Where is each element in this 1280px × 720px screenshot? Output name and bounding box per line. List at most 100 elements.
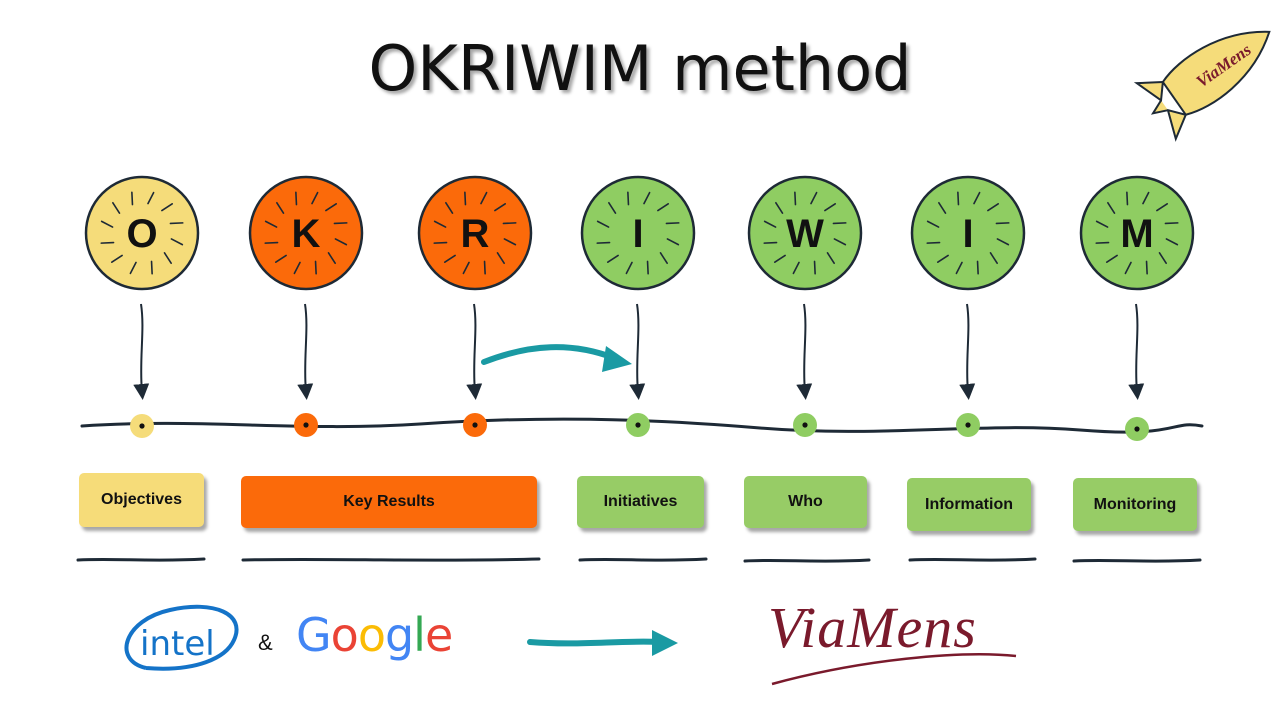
- node-ray: [327, 252, 336, 265]
- node-ray: [955, 261, 963, 275]
- r-to-i-arrowhead: [602, 346, 632, 372]
- node-ray: [995, 222, 1010, 225]
- node-ray: [1145, 260, 1148, 275]
- google-letter: g: [384, 608, 414, 662]
- node-ray: [926, 241, 941, 244]
- node-ray: [264, 220, 278, 228]
- node-ray: [163, 252, 172, 265]
- timeline-dots: [130, 413, 1149, 441]
- node-ray: [314, 260, 317, 275]
- node-ray: [813, 260, 816, 275]
- node-ray: [773, 254, 786, 263]
- node-ray: [606, 254, 619, 263]
- node-o-0: O: [84, 175, 200, 291]
- node-ray: [824, 203, 837, 212]
- node-ray: [608, 201, 617, 214]
- node-ray: [464, 191, 467, 206]
- page-title: OKRIWIM method: [368, 32, 912, 105]
- node-ray: [763, 220, 777, 228]
- node-ray: [810, 191, 818, 205]
- node-i-5: I: [910, 175, 1026, 291]
- timeline-dot-center: [303, 422, 309, 428]
- node-ray: [625, 261, 633, 275]
- node-ray: [657, 203, 670, 212]
- timeline-dot-center: [802, 422, 808, 428]
- r-to-i-arrow: [481, 344, 617, 365]
- node-ray: [596, 241, 611, 244]
- logos-arrowhead: [652, 630, 678, 656]
- down-arrow: [133, 303, 150, 400]
- node-ray: [659, 252, 668, 265]
- label-underline: [1072, 558, 1202, 563]
- google-letter: o: [330, 608, 359, 662]
- viamens-swoosh: [771, 653, 1017, 686]
- node-ray: [666, 238, 680, 246]
- node-ray: [1095, 241, 1110, 244]
- node-letter: K: [292, 212, 321, 256]
- google-logo: Google: [296, 608, 453, 662]
- timeline-dot-center: [635, 422, 641, 428]
- node-ray: [483, 260, 486, 275]
- intel-logo-text: intel: [140, 624, 215, 664]
- node-k-1: K: [248, 175, 364, 291]
- node-ray: [627, 191, 630, 206]
- node-i-3: I: [580, 175, 696, 291]
- node-ray: [100, 220, 114, 228]
- label-underline: [76, 557, 206, 562]
- node-ray: [129, 261, 137, 275]
- node-ray: [433, 220, 447, 228]
- node-ray: [334, 238, 348, 246]
- node-ray: [596, 220, 610, 228]
- down-arrow: [796, 303, 813, 400]
- node-letter: O: [126, 212, 157, 256]
- label-information: Information: [907, 478, 1031, 531]
- node-ray: [775, 201, 784, 214]
- node-ray: [169, 222, 184, 225]
- node-ray: [112, 201, 121, 214]
- intel-logo: intel: [124, 604, 239, 671]
- node-ray: [996, 238, 1010, 246]
- node-ray: [792, 261, 800, 275]
- node-ray: [1107, 201, 1116, 214]
- node-ray: [1165, 238, 1179, 246]
- node-ray: [1142, 191, 1150, 205]
- node-ray: [763, 241, 778, 244]
- node-ray: [832, 222, 847, 225]
- node-ray: [1164, 222, 1179, 225]
- node-letter: W: [786, 212, 824, 256]
- ampersand: &: [258, 630, 273, 655]
- node-ray: [936, 254, 949, 263]
- node-ray: [131, 191, 134, 206]
- node-ray: [494, 203, 507, 212]
- node-ray: [1095, 220, 1109, 228]
- label-monitoring: Monitoring: [1073, 478, 1197, 531]
- node-ray: [502, 222, 517, 225]
- node-letter: I: [632, 212, 643, 256]
- connector-arrows: [133, 303, 1145, 400]
- node-ray: [1105, 254, 1118, 263]
- node-ray: [433, 241, 448, 244]
- timeline-dot-center: [965, 422, 971, 428]
- google-letter: G: [296, 608, 332, 662]
- node-m-6: M: [1079, 175, 1195, 291]
- node-ray: [503, 238, 517, 246]
- node-ray: [665, 222, 680, 225]
- down-arrow: [466, 303, 483, 400]
- node-ray: [264, 241, 279, 244]
- node-ray: [926, 220, 940, 228]
- node-ray: [938, 201, 947, 214]
- node-ray: [496, 252, 505, 265]
- node-ray: [646, 260, 649, 275]
- down-arrow: [629, 303, 646, 400]
- node-ray: [443, 254, 456, 263]
- node-ray: [276, 201, 285, 214]
- node-ray: [826, 252, 835, 265]
- timeline-dot-center: [139, 423, 145, 429]
- down-arrow: [297, 303, 314, 400]
- node-ray: [325, 203, 338, 212]
- logos-arrow: [527, 638, 663, 647]
- timeline-dot-center: [1134, 426, 1140, 432]
- node-ray: [1126, 191, 1129, 206]
- google-letter: o: [357, 608, 386, 662]
- node-ray: [480, 191, 488, 205]
